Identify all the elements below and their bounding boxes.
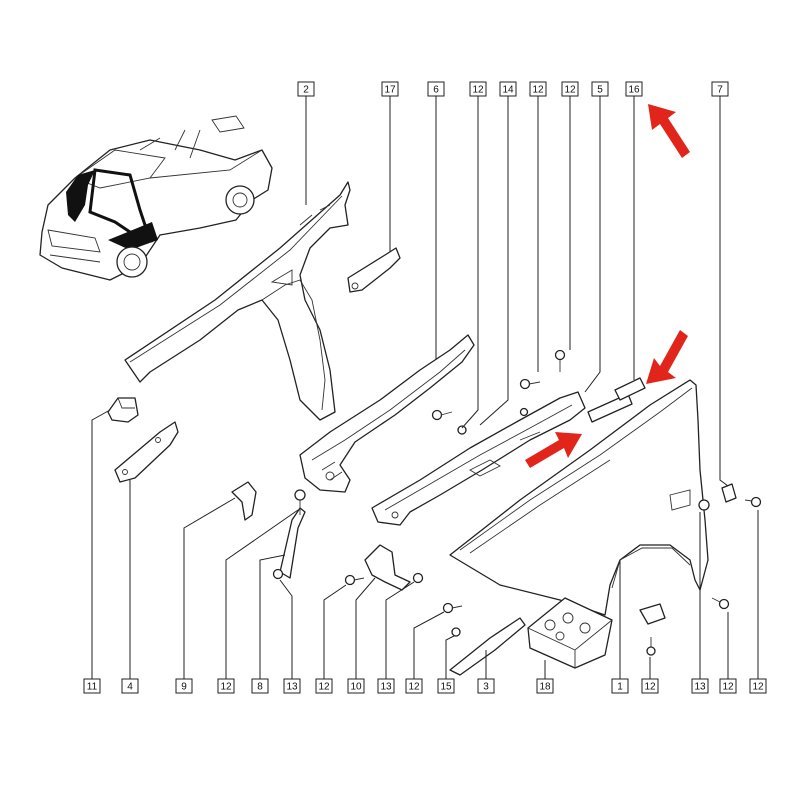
bolt-icon [294, 489, 306, 515]
callout-label: 12 [469, 81, 487, 97]
callout-label: 6 [427, 81, 445, 97]
callout-label: 13 [283, 678, 301, 694]
part-bracket-11 [107, 397, 139, 423]
svg-text:12: 12 [220, 682, 232, 693]
svg-text:17: 17 [384, 85, 396, 96]
callout-label: 18 [536, 678, 554, 694]
callout-label: 14 [499, 81, 517, 97]
part-stay-8 [279, 507, 306, 579]
svg-text:12: 12 [564, 85, 576, 96]
svg-text:13: 13 [286, 682, 298, 693]
callout-label: 2 [297, 81, 315, 97]
svg-text:1: 1 [617, 682, 623, 693]
callout-label: 10 [347, 678, 365, 694]
bolt-icon [554, 349, 566, 372]
red-arrow-top [648, 104, 690, 158]
bolt-icon [744, 496, 762, 508]
callout-label: 7 [711, 81, 729, 97]
part-clip-box-18 [527, 597, 613, 669]
svg-text:2: 2 [303, 85, 309, 96]
bolt-icon [519, 407, 529, 417]
callout-label: 11 [83, 678, 101, 694]
red-arrow-lower [525, 432, 582, 468]
callout-label: 12 [749, 678, 767, 694]
svg-text:18: 18 [539, 682, 551, 693]
svg-text:5: 5 [597, 85, 603, 96]
part-fender-1 [449, 379, 709, 625]
part-seal-16 [614, 377, 646, 401]
callout-label: 12 [315, 678, 333, 694]
part-fender-liner [124, 181, 351, 421]
svg-text:3: 3 [483, 682, 489, 693]
svg-text:4: 4 [127, 682, 133, 693]
callouts-bottom: 11 4 9 12 8 13 12 10 13 12 15 3 18 1 12 … [83, 678, 767, 694]
part-rail-14 [371, 391, 586, 526]
svg-text:8: 8 [257, 682, 263, 693]
callout-label: 12 [641, 678, 659, 694]
bolt-icon [519, 378, 541, 390]
svg-text:12: 12 [722, 682, 734, 693]
bolt-icon [451, 627, 461, 637]
svg-text:16: 16 [628, 85, 640, 96]
svg-text:12: 12 [532, 85, 544, 96]
part-bracket-17 [347, 247, 401, 293]
callout-label: 15 [437, 678, 455, 694]
part-seal-5 [587, 393, 633, 423]
svg-text:6: 6 [433, 85, 439, 96]
bolt-icon [646, 637, 656, 656]
part-rail-6 [299, 334, 475, 493]
callout-label: 5 [591, 81, 609, 97]
svg-text:12: 12 [318, 682, 330, 693]
part-shield-3 [449, 617, 526, 676]
leader-lines-top [305, 96, 729, 487]
svg-text:12: 12 [408, 682, 420, 693]
callout-label: 1 [611, 678, 629, 694]
callout-label: 9 [175, 678, 193, 694]
callout-label: 12 [561, 81, 579, 97]
svg-text:9: 9 [181, 682, 187, 693]
bolt-icon [272, 568, 284, 580]
callout-label: 12 [529, 81, 547, 97]
callout-label: 4 [121, 678, 139, 694]
callout-label: 13 [691, 678, 709, 694]
bolt-icon [698, 499, 710, 511]
part-bracket-4 [114, 421, 179, 483]
bolt-icon [344, 574, 365, 586]
callout-label: 16 [625, 81, 643, 97]
callouts-top: 2 17 6 12 14 12 12 5 16 7 [297, 81, 729, 97]
svg-text:12: 12 [644, 682, 656, 693]
car-thumbnail [39, 115, 273, 281]
red-arrow-middle [646, 330, 688, 384]
svg-text:7: 7 [717, 85, 723, 96]
svg-text:12: 12 [472, 85, 484, 96]
svg-text:10: 10 [350, 682, 362, 693]
callout-label: 17 [381, 81, 399, 97]
bolt-icon [442, 602, 463, 614]
part-clip-9 [231, 481, 257, 521]
svg-text:11: 11 [87, 682, 98, 693]
bolt-icon [711, 597, 730, 610]
callout-label: 8 [251, 678, 269, 694]
callout-label: 12 [719, 678, 737, 694]
bolt-icon [412, 572, 424, 584]
svg-text:12: 12 [752, 682, 764, 693]
bolt-icon [457, 425, 467, 435]
svg-text:15: 15 [440, 682, 452, 693]
bolt-icons [272, 349, 762, 656]
bolt-icon [431, 409, 453, 421]
svg-text:13: 13 [380, 682, 392, 693]
callout-label: 12 [217, 678, 235, 694]
leader-lines-bottom [91, 409, 759, 679]
callout-label: 12 [405, 678, 423, 694]
svg-text:14: 14 [502, 85, 514, 96]
callout-label: 13 [377, 678, 395, 694]
callout-label: 3 [477, 678, 495, 694]
svg-text:13: 13 [694, 682, 706, 693]
bolt-icon [721, 483, 737, 503]
part-bracket-10 [364, 544, 411, 591]
